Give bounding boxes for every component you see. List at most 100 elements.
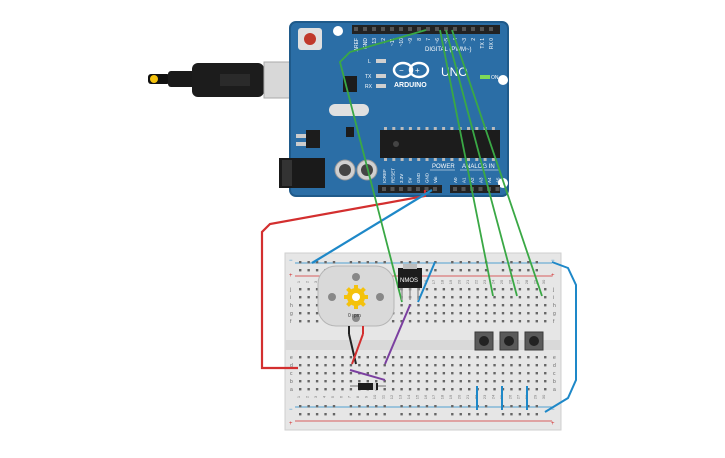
row-letter: g [553, 311, 556, 317]
digital-pin[interactable] [489, 27, 493, 31]
digital-pin[interactable] [408, 27, 412, 31]
power-pin-row[interactable] [382, 187, 437, 191]
column-number: 21 [465, 279, 470, 284]
column-number: 26 [507, 279, 512, 284]
digital-pin-label: AREF [354, 38, 360, 51]
analog-pin-header[interactable] [450, 185, 500, 193]
digital-pin[interactable] [417, 27, 421, 31]
analog-pin-label: A4 [487, 177, 492, 183]
analog-pin-label: A3 [479, 177, 484, 183]
usb-cable-plug-icon [150, 75, 158, 83]
column-number: 3 [313, 280, 318, 283]
column-number: 23 [482, 279, 487, 284]
wire-blue-rail-jumper[interactable] [544, 261, 577, 413]
digital-pin[interactable] [372, 27, 376, 31]
column-number: 1 [296, 280, 301, 283]
column-number: 2 [304, 280, 309, 283]
power-pin-label: GND [416, 172, 421, 183]
column-number: 16 [423, 394, 428, 399]
column-number: 4 [321, 395, 326, 398]
wire-green-switch-1[interactable] [439, 29, 494, 297]
power-pin-label: Vin [433, 176, 438, 183]
column-number: 1 [296, 395, 301, 398]
digital-pin[interactable] [363, 27, 367, 31]
analog-pin[interactable] [461, 187, 466, 191]
digital-pin[interactable] [381, 27, 385, 31]
nmos-transistor[interactable]: NMOS [398, 264, 422, 300]
digital-pin[interactable] [471, 27, 475, 31]
column-number: 17 [431, 279, 436, 284]
column-number: 16 [423, 279, 428, 284]
wire-green-pin8[interactable] [338, 29, 427, 303]
digital-pin-label: 12 [381, 38, 387, 44]
analog-pin-label: A5 [496, 177, 501, 183]
power-pin[interactable] [407, 187, 412, 191]
digital-pin[interactable] [354, 27, 358, 31]
column-number: 3 [313, 395, 318, 398]
wire-green-switch-2[interactable] [445, 29, 518, 297]
digital-pin-label: ~6 [435, 38, 441, 44]
digital-pin-label: ~10 [399, 38, 405, 47]
digital-pin[interactable] [453, 27, 457, 31]
diode[interactable] [350, 383, 386, 390]
analog-pin[interactable] [478, 187, 483, 191]
column-number: 7 [347, 395, 352, 398]
power-pin[interactable] [399, 187, 403, 191]
digital-pin-label: ~3 [462, 38, 468, 44]
analog-pin[interactable] [495, 187, 500, 191]
power-pin[interactable] [433, 187, 437, 191]
reset-button-cap[interactable] [304, 33, 316, 45]
row-letter: j [552, 287, 554, 293]
row-letter: c [553, 371, 556, 377]
power-pin[interactable] [382, 187, 386, 191]
wire-blue-gnd[interactable] [311, 189, 433, 264]
power-pin[interactable] [416, 187, 420, 191]
led-l [376, 59, 386, 63]
dc-motor[interactable]: 0 rpm [317, 265, 395, 334]
pushbutton[interactable] [524, 331, 544, 351]
wire-blue-nmos[interactable] [417, 261, 436, 303]
column-number: 6 [338, 395, 343, 398]
column-number: 20 [457, 279, 462, 284]
digital-pin[interactable] [399, 27, 403, 31]
column-number: 10 [372, 394, 377, 399]
rail-minus-label: − [289, 407, 293, 413]
digital-pin[interactable] [444, 27, 448, 31]
column-number: 22 [473, 279, 478, 284]
column-number: 19 [448, 394, 453, 399]
motor-lead-red[interactable] [351, 333, 364, 365]
digital-pin[interactable] [480, 27, 484, 31]
column-number: 15 [414, 394, 419, 399]
pushbutton[interactable] [474, 331, 494, 351]
digital-pin[interactable] [435, 27, 439, 31]
led-on-label: ON [491, 75, 499, 81]
column-number: 21 [465, 394, 470, 399]
row-letter: d [553, 363, 556, 369]
analog-pin-label: A0 [453, 177, 458, 183]
column-number: 2 [304, 395, 309, 398]
digital-pin[interactable] [390, 27, 394, 31]
power-pin-label: IOREF [382, 169, 387, 183]
regulator [306, 130, 320, 148]
digital-pin-label: GND [363, 38, 369, 50]
digital-pin-label: ~11 [390, 38, 396, 46]
wire-purple-2[interactable] [349, 369, 386, 381]
power-pin[interactable] [390, 187, 395, 191]
column-number: 8 [355, 395, 360, 398]
column-number: 24 [490, 394, 495, 399]
svg-text:−: − [399, 66, 404, 75]
digital-pin[interactable] [426, 27, 430, 31]
motor-rpm-label: 0 rpm [348, 313, 361, 319]
analog-pin[interactable] [453, 187, 457, 191]
digital-pin-row[interactable] [354, 27, 493, 31]
column-number: 22 [473, 394, 478, 399]
pushbutton[interactable] [499, 331, 519, 351]
digital-pin[interactable] [462, 27, 466, 31]
power-pin[interactable] [424, 187, 429, 191]
row-letter: i [290, 295, 291, 301]
wire-green-switch-3[interactable] [451, 29, 543, 297]
wire-purple-1[interactable] [384, 304, 411, 365]
wires[interactable] [260, 29, 577, 413]
